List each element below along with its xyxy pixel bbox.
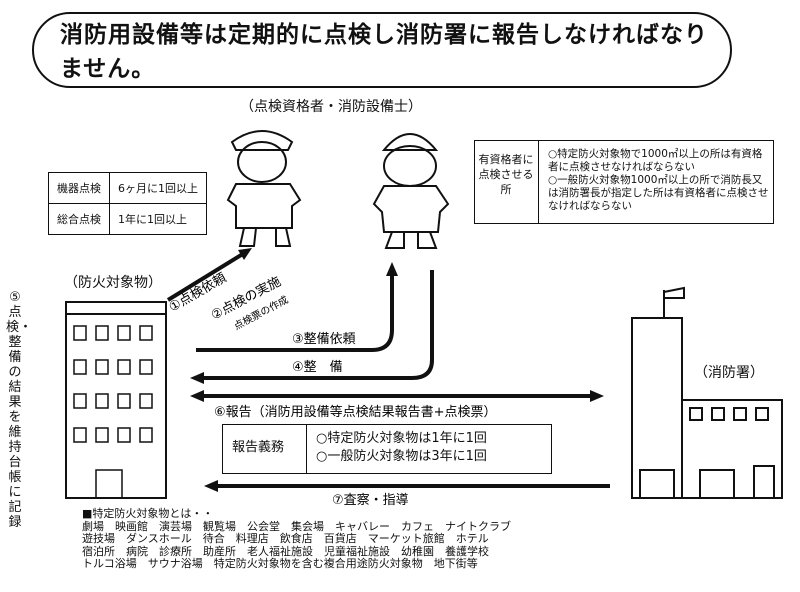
footnote: ■特定防火対象物とは・・ 劇場 映画館 演芸場 観覧場 公会堂 集会場 キャバレ… xyxy=(82,507,552,571)
qualification-line: ○一般防火対象物1000㎡以上の所で消防長又は消防署長が指定した所は有資格者に点… xyxy=(548,174,769,212)
footnote-line: 遊技場 ダンスホール 待合 料理店 飲食店 百貨店 マーケット旅館 ホテル xyxy=(82,532,489,545)
inspector-figure-icon xyxy=(226,130,302,247)
step-6-label: ⑥報告（消防用設備等点検結果報告書+点検票） xyxy=(214,404,497,420)
technician-figure-icon xyxy=(372,133,450,249)
fire-station-icon xyxy=(631,286,783,499)
fire-station-caption: （消防署） xyxy=(694,365,764,381)
step-3-label: ③整備依頼 xyxy=(292,331,356,347)
title-frame xyxy=(32,12,732,88)
report-lines: ○特定防火対象物は1年に1回 ○一般防火対象物は3年に1回 xyxy=(316,430,487,466)
step-4-label: ④整 備 xyxy=(292,359,343,375)
qualification-label: 有資格者に点検させる所 xyxy=(478,153,534,196)
report-line: ○一般防火対象物は3年に1回 xyxy=(316,449,487,464)
building-icon xyxy=(65,301,167,499)
vertical-note: ⑤点検・整備の結果を維持台帳に記録 xyxy=(6,290,33,530)
table-value: 1年に1回以上 xyxy=(109,203,207,235)
qualification-box xyxy=(474,140,774,224)
inspection-table: 機器点検 6ヶ月に1回以上 総合点検 1年に1回以上 xyxy=(48,172,207,235)
table-row: 機器点検 6ヶ月に1回以上 xyxy=(48,172,207,204)
table-key: 総合点検 xyxy=(48,203,110,235)
table-row: 総合点検 1年に1回以上 xyxy=(48,203,207,235)
footnote-line: ■特定防火対象物とは・・ xyxy=(82,507,214,520)
inspector-caption: （点検資格者・消防設備士） xyxy=(240,99,422,115)
table-value: 6ヶ月に1回以上 xyxy=(109,172,207,204)
flow-arrows xyxy=(166,250,610,488)
report-key: 報告義務 xyxy=(232,440,285,455)
divider xyxy=(306,424,307,474)
step-7-label: ⑦査察・指導 xyxy=(332,493,409,508)
divider xyxy=(538,140,539,224)
footnote-line: トルコ浴場 サウナ浴場 特定防火対象物を含む複合用途防火対象物 地下街等 xyxy=(82,557,478,570)
footnote-line: 劇場 映画館 演芸場 観覧場 公会堂 集会場 キャバレー カフェ ナイトクラブ xyxy=(82,519,511,533)
arrow-heads xyxy=(190,248,604,492)
building-caption: （防火対象物） xyxy=(64,275,162,291)
qualification-text: ○特定防火対象物で1000㎡以上の所は有資格者に点検させなければならない ○一般… xyxy=(548,148,770,213)
footnote-line: 宿泊所 病院 診療所 助産所 老人福祉施設 児童福祉施設 幼稚園 養護学校 xyxy=(82,544,489,558)
page-title: 消防用設備等は定期的に点検し消防署に報告しなければなりません。 xyxy=(60,22,708,82)
report-box xyxy=(222,424,552,474)
qualification-line: ○特定防火対象物で1000㎡以上の所は有資格者に点検させなければならない xyxy=(548,148,763,173)
table-key: 機器点検 xyxy=(48,172,110,204)
report-line: ○特定防火対象物は1年に1回 xyxy=(316,431,487,446)
